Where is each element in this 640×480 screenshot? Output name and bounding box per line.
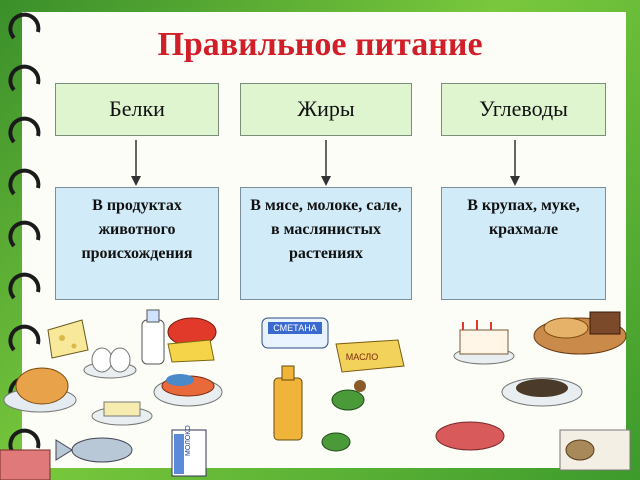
cheese-wedge-icon bbox=[167, 317, 217, 363]
proteins-description-box: В продуктах животного происхождения bbox=[55, 187, 219, 300]
arrow-carbs bbox=[510, 140, 520, 186]
birthday-cake-icon bbox=[453, 320, 515, 365]
category-carbs-box: Углеводы bbox=[441, 83, 606, 136]
hazelnut-branch-icon bbox=[321, 380, 366, 452]
proteins-description: В продуктах животного происхождения bbox=[81, 197, 193, 262]
pasta-bowl-icon bbox=[435, 421, 505, 451]
milk-carton-label: МОЛОКО bbox=[185, 425, 192, 456]
carbs-description: В крупах, муке, крахмале bbox=[467, 197, 580, 238]
butter-pack-label: МАСЛО bbox=[346, 352, 378, 362]
page-title: Правильное питание bbox=[157, 26, 483, 63]
milk-carton-icon: МОЛОКО bbox=[171, 425, 207, 477]
meat-icon bbox=[0, 449, 51, 480]
buckwheat-plate-icon bbox=[501, 377, 583, 407]
carbs-description-box: В крупах, муке, крахмале bbox=[441, 187, 606, 300]
flour-and-potatoes-icon bbox=[559, 429, 631, 471]
category-carbs-label: Углеводы bbox=[479, 96, 568, 121]
milk-bottle-icon bbox=[141, 309, 165, 365]
category-proteins-box: Белки bbox=[55, 83, 219, 136]
category-fats-box: Жиры bbox=[240, 83, 412, 136]
cheese-icon bbox=[47, 319, 89, 359]
oil-bottle-icon bbox=[273, 365, 303, 441]
fats-description: В мясе, молоке, сале, в маслянистых раст… bbox=[250, 197, 402, 262]
fish-icon bbox=[55, 437, 133, 463]
chicken-icon bbox=[3, 367, 77, 413]
arrow-fats bbox=[321, 140, 331, 186]
eggs-icon bbox=[83, 347, 137, 379]
fish-platter-icon bbox=[153, 374, 223, 407]
category-proteins-label: Белки bbox=[109, 96, 165, 121]
sour-cream-label: СМЕТАНА bbox=[273, 323, 317, 333]
fats-description-box: В мясе, молоке, сале, в маслянистых раст… bbox=[240, 187, 412, 300]
butter-dish-icon bbox=[91, 401, 153, 426]
category-fats-label: Жиры bbox=[297, 96, 355, 121]
bread-basket-icon bbox=[533, 311, 627, 355]
arrow-proteins bbox=[131, 140, 141, 186]
food-illustrations: МОЛОКО СМЕТАНА МАСЛО bbox=[0, 309, 631, 480]
sour-cream-icon: СМЕТАНА bbox=[261, 317, 329, 349]
butter-pack-icon: МАСЛО bbox=[335, 339, 405, 373]
